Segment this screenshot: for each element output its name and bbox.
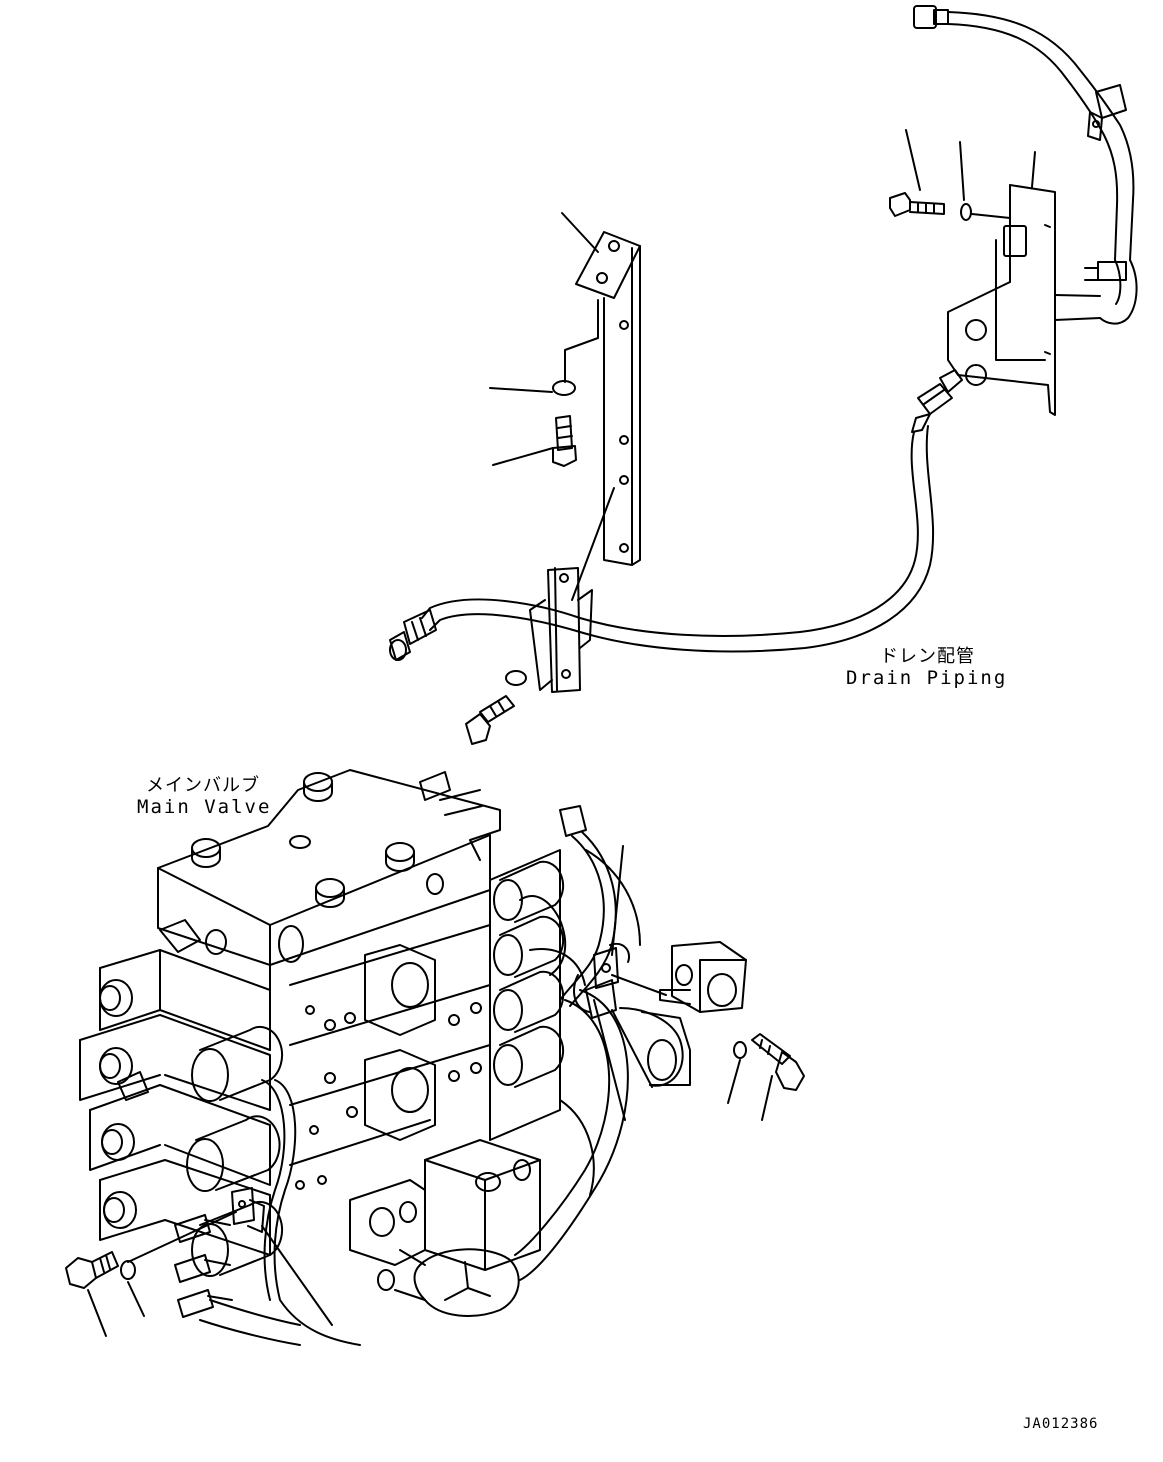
main-valve-label-jp: メインバルブ	[146, 775, 260, 796]
washer-center	[553, 381, 575, 395]
solenoid	[494, 862, 563, 922]
port	[370, 1208, 394, 1236]
leader-line	[128, 1212, 236, 1262]
main-valve-label-en: Main Valve	[137, 796, 272, 818]
elbow	[395, 1249, 519, 1316]
hose-fitting-left	[390, 610, 436, 660]
leader-line	[728, 1060, 740, 1103]
port	[378, 1270, 394, 1290]
top-bolt	[304, 773, 332, 801]
leader-line	[612, 1010, 652, 1087]
leader-line	[490, 388, 552, 392]
leader-line	[594, 1000, 625, 1120]
fitting	[420, 772, 450, 800]
main-valve	[80, 770, 628, 1316]
plug	[100, 980, 132, 1016]
fitting	[118, 1072, 148, 1100]
hose-clamp-bracket	[530, 568, 592, 692]
port	[427, 874, 443, 894]
leader-line	[960, 142, 964, 200]
solenoid	[494, 972, 563, 1032]
solenoid	[187, 1116, 280, 1191]
solenoid	[494, 1027, 563, 1087]
leader-line	[572, 488, 614, 600]
leader-line	[565, 300, 598, 382]
bolt-right	[752, 1034, 804, 1090]
wire-clip-right	[574, 944, 629, 1018]
leader-line	[762, 1076, 772, 1120]
port	[290, 836, 310, 848]
vertical-bracket	[576, 232, 640, 565]
leader-line	[262, 1226, 332, 1325]
top-bolt	[192, 839, 220, 867]
washer-clamp	[506, 671, 526, 685]
upper-hose-inner	[948, 24, 1117, 260]
top-bolt	[476, 1173, 500, 1191]
drawing-code: JA012386	[1023, 1416, 1099, 1432]
leader-line	[612, 846, 623, 955]
solenoid	[494, 917, 563, 977]
leader-line	[972, 214, 1010, 218]
connector	[175, 1255, 230, 1282]
leader-line	[1032, 152, 1035, 187]
port	[400, 1202, 416, 1222]
leader-line	[88, 1290, 106, 1336]
connector-block-right	[612, 942, 746, 1086]
drain-hose	[390, 370, 962, 660]
plug	[102, 1124, 134, 1160]
hose-clamp-upper	[1088, 85, 1126, 140]
hose-bend-inner	[1115, 260, 1120, 304]
tube-to-bracket	[1055, 295, 1100, 320]
solenoid	[192, 1027, 282, 1101]
bolt-center	[553, 416, 576, 466]
top-bolt	[514, 1160, 530, 1180]
drain-piping-label-en: Drain Piping	[846, 667, 1008, 689]
fitting	[160, 920, 226, 954]
upper-hose-assembly	[914, 6, 1137, 324]
connector	[175, 1215, 230, 1242]
leader-line	[493, 448, 553, 465]
connector	[178, 1290, 232, 1317]
top-bolt	[316, 879, 344, 907]
leader-line	[128, 1282, 144, 1316]
leader-line	[562, 213, 598, 252]
fitting	[440, 790, 482, 815]
hose-fitting-top	[914, 6, 948, 28]
plug	[104, 1192, 136, 1228]
leader-line	[906, 130, 920, 190]
upper-hose	[948, 12, 1133, 260]
drain-piping-label-jp: ドレン配管	[880, 646, 975, 667]
bolt-lower-left	[66, 1252, 118, 1288]
right-bracket	[948, 185, 1055, 415]
top-bolt	[386, 843, 414, 871]
washer-lower-left	[121, 1261, 135, 1279]
bolt-clamp	[466, 696, 514, 744]
washer-right	[734, 1042, 746, 1058]
hose-fitting-side	[1085, 262, 1126, 280]
hose-bend	[1100, 260, 1137, 324]
port	[392, 1068, 428, 1112]
port	[392, 963, 428, 1007]
bolt-right-bracket	[890, 193, 944, 216]
plug	[100, 1048, 132, 1084]
washer-right-bracket	[961, 204, 971, 220]
port	[279, 926, 303, 962]
